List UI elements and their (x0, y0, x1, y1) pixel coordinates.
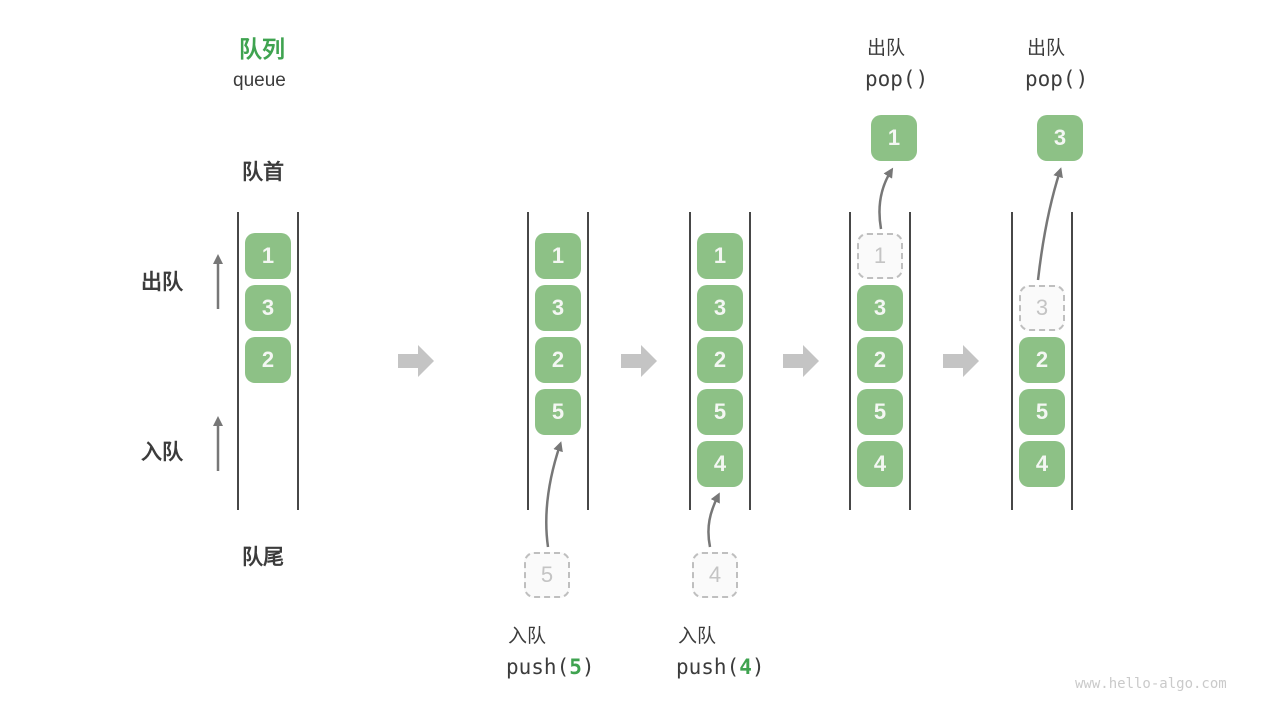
queue-cell: 4 (857, 441, 903, 487)
queue-cell: 2 (697, 337, 743, 383)
diagram-title-zh: 队列 (239, 36, 285, 62)
queue-cell: 2 (535, 337, 581, 383)
enqueue-op-label: 入队 (678, 626, 717, 647)
queue-state-3: 1 3 2 5 4 (689, 212, 751, 510)
code-pre: push( (506, 655, 570, 679)
queue-cell: 1 (697, 233, 743, 279)
popped-cell: 1 (871, 115, 917, 161)
queue-state-5: 3 2 5 4 (1011, 212, 1073, 510)
popped-cell: 3 (1037, 115, 1083, 161)
queue-front-label: 队首 (242, 161, 284, 184)
code-pre: push( (676, 655, 740, 679)
dequeue-op-label: 出队 (1027, 38, 1066, 59)
queue-cell: 5 (857, 389, 903, 435)
diagram-title-en: queue (233, 70, 286, 91)
step-arrow-icon (398, 343, 434, 379)
incoming-cell-ghost: 4 (692, 552, 738, 598)
dequeue-op-code: pop() (1025, 67, 1089, 91)
dequeue-op-code: pop() (865, 67, 929, 91)
removed-cell-ghost: 3 (1019, 285, 1065, 331)
code-arg: 5 (569, 655, 582, 679)
queue-cell: 2 (245, 337, 291, 383)
queue-cell: 4 (697, 441, 743, 487)
enqueue-op-code: push(4) (676, 655, 765, 679)
enqueue-op-label: 入队 (508, 626, 547, 647)
dequeue-op-label: 出队 (867, 38, 906, 59)
queue-rear-label: 队尾 (242, 546, 284, 569)
step-arrow-icon (621, 343, 657, 379)
enqueue-side-label: 入队 (141, 441, 183, 464)
incoming-cell-ghost: 5 (524, 552, 570, 598)
queue-cell: 5 (1019, 389, 1065, 435)
queue-cell: 5 (535, 389, 581, 435)
queue-state-1: 1 3 2 (237, 212, 299, 510)
step-arrow-icon (943, 343, 979, 379)
queue-cell: 2 (1019, 337, 1065, 383)
code-post: ) (581, 655, 595, 679)
queue-cell: 2 (857, 337, 903, 383)
watermark: www.hello-algo.com (1075, 676, 1227, 692)
queue-state-4: 1 3 2 5 4 (849, 212, 911, 510)
enqueue-op-code: push(5) (506, 655, 595, 679)
queue-cell: 1 (535, 233, 581, 279)
queue-cell: 1 (245, 233, 291, 279)
queue-cell: 3 (245, 285, 291, 331)
queue-state-2: 1 3 2 5 (527, 212, 589, 510)
queue-cell: 5 (697, 389, 743, 435)
queue-cell: 3 (857, 285, 903, 331)
queue-cell: 3 (535, 285, 581, 331)
queue-cell: 3 (697, 285, 743, 331)
queue-cell: 4 (1019, 441, 1065, 487)
dequeue-side-label: 出队 (141, 271, 183, 294)
code-post: ) (751, 655, 765, 679)
step-arrow-icon (783, 343, 819, 379)
removed-cell-ghost: 1 (857, 233, 903, 279)
code-arg: 4 (739, 655, 752, 679)
